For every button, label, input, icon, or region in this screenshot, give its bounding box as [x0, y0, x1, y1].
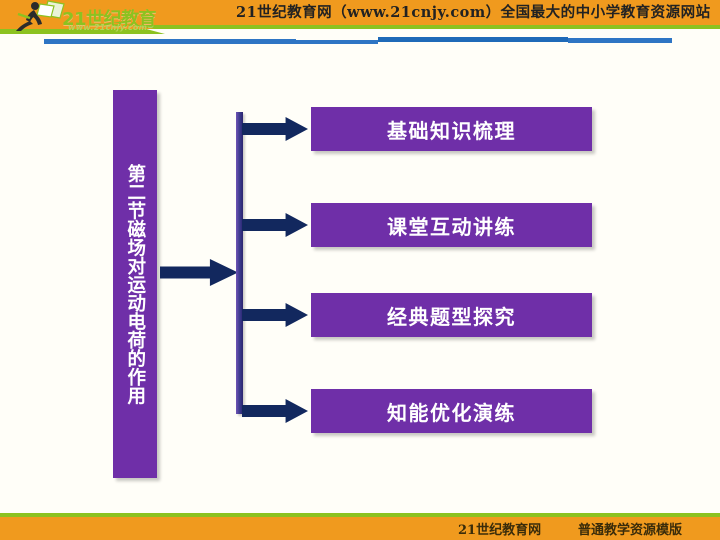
nav-item-label: 课堂互动讲练	[387, 214, 516, 239]
runner-icon	[16, 0, 65, 31]
branch-arrow-icon-1	[242, 117, 308, 141]
header-orange-sweep	[0, 22, 155, 29]
connector-trunk-line	[236, 112, 243, 414]
nav-item-label: 经典题型探究	[387, 304, 516, 329]
logo-text: 21世纪教育	[62, 9, 157, 30]
branch-arrow-icon-2	[242, 213, 308, 237]
header-green-strip	[0, 25, 720, 29]
header-orange-band	[0, 0, 720, 25]
nav-item-classroom-interaction[interactable]: 课堂互动讲练	[311, 203, 592, 247]
site-logo: 21世纪教育 www.21cnjy.com	[6, 0, 196, 34]
header-banner-text: 21世纪教育网（www.21cnjy.com）全国最大的中小学教育资源网站	[236, 4, 711, 21]
footer-green-strip	[0, 513, 720, 517]
nav-item-label: 知能优化演练	[387, 400, 516, 425]
header-accent-line-2	[296, 40, 378, 44]
branch-arrow-icon-4	[242, 399, 308, 423]
nav-item-label: 基础知识梳理	[387, 118, 516, 143]
section-title-text: 第二节磁场对运动电荷的作用	[124, 163, 146, 405]
header-accent-line-4	[568, 38, 672, 43]
footer-orange-band	[0, 517, 720, 540]
footer-site-name: 21世纪教育网	[458, 523, 542, 538]
header-accent-line-1	[44, 39, 296, 44]
logo-url-text: www.21cnjy.com	[68, 23, 148, 32]
footer-template-name: 普通教学资源模版	[578, 523, 683, 538]
branch-arrow-icon-3	[242, 303, 308, 327]
nav-item-classic-problems[interactable]: 经典题型探究	[311, 293, 592, 337]
header-accent-line-3	[378, 37, 568, 42]
header-bar: 21世纪教育 www.21cnjy.com 21世纪教育网（www.21cnjy…	[0, 0, 720, 34]
section-title-box: 第二节磁场对运动电荷的作用	[113, 90, 157, 478]
nav-item-basic-knowledge[interactable]: 基础知识梳理	[311, 107, 592, 151]
main-arrow-icon	[160, 259, 238, 286]
nav-item-skill-optimization[interactable]: 知能优化演练	[311, 389, 592, 433]
